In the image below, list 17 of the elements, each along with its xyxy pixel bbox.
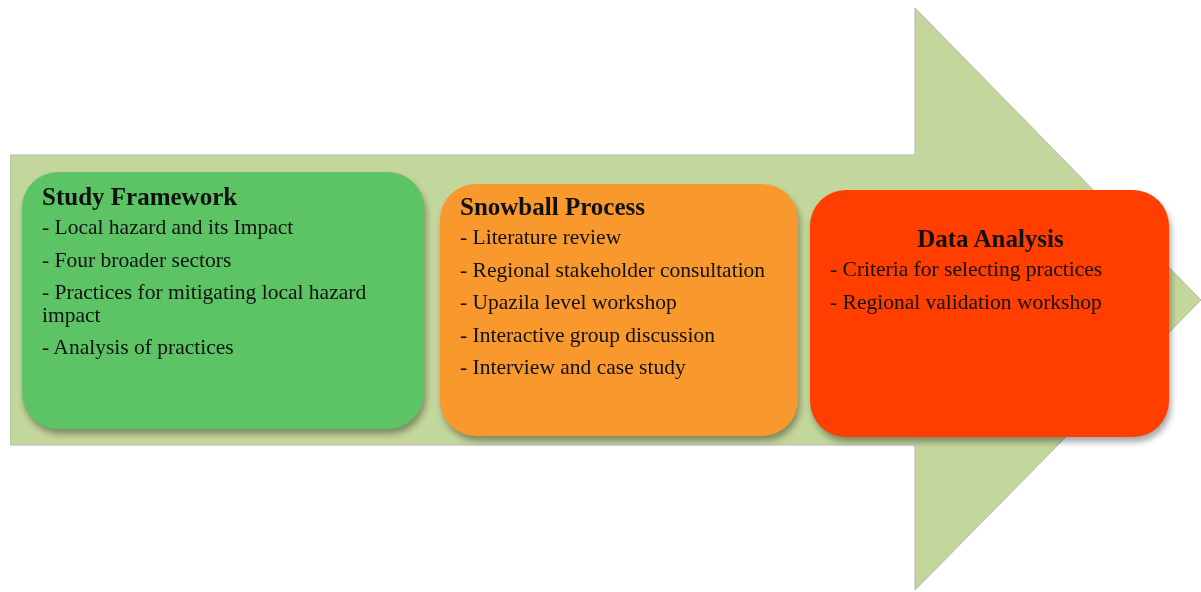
bullet-item: - Interactive group discussion — [460, 323, 716, 347]
process-box — [22, 172, 424, 429]
bullet-item: - Analysis of practices — [42, 336, 235, 359]
bullet-item: - Practices for mitigating local hazard impact — [42, 281, 368, 327]
bullet-item: - Four broader sectors — [42, 248, 233, 272]
process-box — [810, 190, 1169, 437]
box-heading: Data Analysis — [916, 224, 1065, 254]
bullet-item: - Local hazard and its Impact — [42, 216, 295, 239]
box-heading: Snowball Process — [460, 192, 646, 222]
bullet-item: - Criteria for selecting practices — [830, 258, 1104, 281]
process-box — [440, 184, 798, 436]
bullet-item: - Literature review — [460, 226, 623, 249]
bullet-item: - Interview and case study — [460, 356, 687, 379]
bullet-item: - Upazila level workshop — [460, 291, 678, 314]
box-heading: Study Framework — [42, 182, 239, 212]
bullet-item: - Regional stakeholder consultation — [460, 258, 767, 282]
bullet-item: - Regional validation workshop — [830, 290, 1103, 314]
